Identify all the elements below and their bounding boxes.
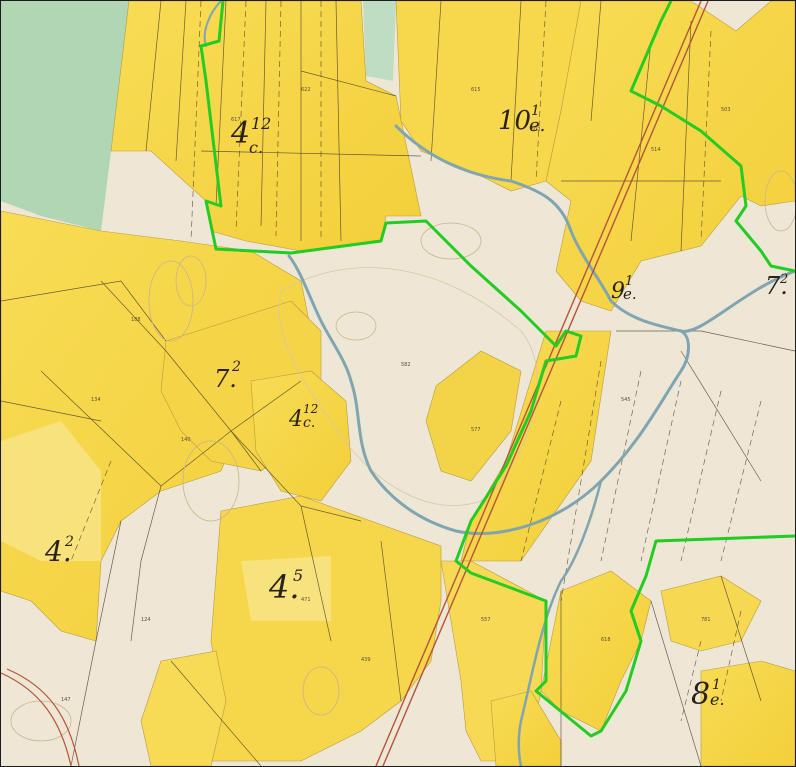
svg-text:8: 8 [691, 677, 710, 712]
svg-text:c.: c. [249, 138, 263, 157]
svg-text:12: 12 [251, 114, 271, 133]
svg-text:e.: e. [623, 285, 637, 303]
parcel-label-7-2-mid: 7. 2 [214, 359, 241, 393]
svg-text:2: 2 [64, 534, 74, 550]
svg-text:2: 2 [231, 359, 241, 375]
svg-text:615: 615 [471, 87, 481, 93]
parcel-label-4-2: 4. 2 [44, 534, 74, 568]
svg-text:4.: 4. [268, 568, 300, 606]
svg-text:12: 12 [303, 402, 318, 416]
svg-text:7.: 7. [765, 272, 788, 300]
svg-text:602: 602 [531, 127, 541, 133]
parcel-label-4-12c-top: 4 12 c. [230, 114, 271, 157]
svg-text:e.: e. [710, 690, 725, 709]
svg-text:10: 10 [498, 106, 531, 136]
svg-text:439: 439 [361, 657, 371, 663]
svg-text:582: 582 [401, 362, 411, 368]
svg-text:4: 4 [288, 407, 303, 432]
svg-text:1: 1 [531, 103, 540, 119]
svg-text:4: 4 [230, 116, 250, 151]
svg-text:124: 124 [141, 617, 151, 623]
svg-text:134: 134 [91, 397, 101, 403]
svg-text:1: 1 [625, 274, 633, 289]
svg-text:618: 618 [601, 637, 611, 643]
svg-text:577: 577 [471, 427, 481, 433]
boundary-line [199, 1, 795, 738]
svg-text:514: 514 [651, 147, 661, 153]
svg-text:188: 188 [131, 317, 141, 323]
parcel-label-4-5: 4. 5 [268, 566, 303, 606]
light-fields [1, 421, 331, 621]
svg-text:9: 9 [611, 279, 625, 304]
meadow-area [1, 1, 141, 231]
svg-text:617: 617 [231, 117, 241, 123]
svg-text:7.: 7. [214, 365, 237, 393]
svg-text:503: 503 [721, 107, 731, 113]
meadow-area-strip [363, 1, 396, 81]
parcel-label-9-1e: 9 1 e. [611, 274, 637, 304]
parcel-label-8-1e: 8 1 e. [691, 677, 725, 712]
svg-text:557: 557 [481, 617, 491, 623]
svg-text:5: 5 [293, 566, 303, 585]
svg-text:2: 2 [779, 272, 788, 287]
svg-text:622: 622 [301, 87, 311, 93]
svg-text:1: 1 [712, 677, 721, 693]
svg-text:147: 147 [61, 697, 71, 703]
svg-text:545: 545 [621, 397, 631, 403]
survey-dashed-lines [70, 1, 762, 722]
svg-text:c.: c. [303, 415, 315, 431]
parcel-label-4-12c-mid: 4 12 c. [288, 402, 318, 432]
small-parcel-numbers: 617 622 615 602 514 503 188 134 140 582 … [61, 87, 731, 703]
svg-text:140: 140 [181, 437, 191, 443]
svg-text:471: 471 [301, 597, 311, 603]
svg-text:781: 781 [701, 617, 711, 623]
svg-text:4.: 4. [44, 535, 72, 568]
parcel-label-7-2-right: 7. 2 [765, 272, 788, 300]
parcel-label-10-1e: 10 1 e. [498, 103, 545, 136]
svg-text:e.: e. [529, 115, 545, 136]
